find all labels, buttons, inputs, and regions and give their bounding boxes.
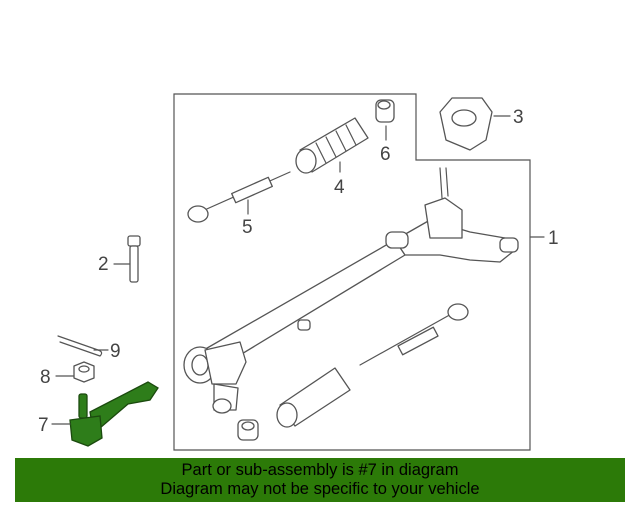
- callout-4: 4: [334, 177, 345, 198]
- bellows-boot-upper-part: [295, 117, 369, 174]
- callout-6: 6: [380, 144, 391, 165]
- cotter-pin-part: [57, 335, 103, 357]
- lower-bushing-part: [237, 419, 259, 441]
- callout-9: 9: [110, 341, 121, 362]
- bolt-part: [127, 235, 141, 283]
- banner-line-2: Diagram may not be specific to your vehi…: [160, 480, 480, 498]
- nut-part: [73, 361, 95, 383]
- callout-5: 5: [242, 217, 253, 238]
- assembly-outline: [173, 93, 531, 451]
- banner-line-1: Part or sub-assembly is #7 in diagram: [181, 461, 459, 479]
- leader-lines: [51, 115, 545, 425]
- mount-bushing-part: [439, 97, 493, 151]
- rack-housing-part: [183, 167, 519, 414]
- callout-3: 3: [513, 107, 524, 128]
- bellows-boot-lower-part: [276, 367, 351, 428]
- inner-tie-rod-upper-part: [187, 171, 291, 223]
- callout-2: 2: [98, 254, 109, 275]
- notice-banner: Part or sub-assembly is #7 in diagram Di…: [15, 458, 625, 502]
- tie-rod-end-part: [69, 381, 159, 447]
- callout-8: 8: [40, 367, 51, 388]
- callout-1: 1: [548, 228, 559, 249]
- inner-tie-rod-lower-part: [359, 303, 469, 366]
- callout-7: 7: [38, 415, 49, 436]
- small-bushing-part: [375, 99, 395, 123]
